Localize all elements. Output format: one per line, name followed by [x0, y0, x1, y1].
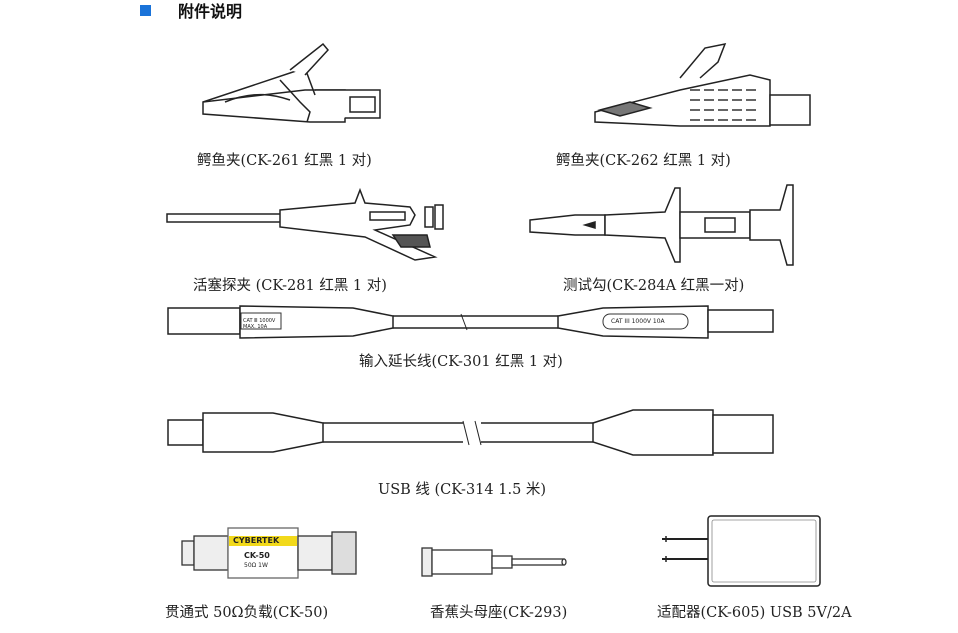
- caption-alligator-clip-262: 鳄鱼夹(CK-262 红黑 1 对): [556, 153, 731, 169]
- test-hook-image: [525, 180, 805, 270]
- cable-label-left: CAT Ⅲ 1000V MAX. 10A: [243, 318, 275, 330]
- banana-socket-image: [418, 544, 573, 580]
- caption-alligator-clip-261: 鳄鱼夹(CK-261 红黑 1 对): [197, 153, 372, 169]
- cable-label-left-line1: CAT Ⅲ 1000V: [243, 318, 276, 324]
- alligator-clip-261-image: [195, 40, 395, 130]
- caption-power-adapter: 适配器(CK-605) USB 5V/2A: [657, 605, 852, 621]
- load-model-label: CK-50: [244, 551, 270, 560]
- caption-test-hook: 测试勾(CK-284A 红黑一对): [563, 278, 745, 294]
- load-spec-label: 50Ω 1W: [244, 562, 268, 569]
- alligator-clip-262-image: [590, 40, 830, 135]
- blue-square-bullet-icon: [140, 4, 151, 16]
- load-brand-label: CYBERTEK: [233, 536, 280, 545]
- section-header: 附件说明: [140, 0, 243, 21]
- caption-piston-probe-clip: 活塞探夹 (CK-281 红黑 1 对): [193, 278, 387, 294]
- caption-usb-cable: USB 线 (CK-314 1.5 米): [378, 482, 547, 498]
- section-title: 附件说明: [178, 2, 243, 21]
- caption-banana-socket: 香蕉头母座(CK-293): [430, 605, 568, 621]
- extension-cable-image: [163, 300, 783, 342]
- power-adapter-image: [660, 514, 825, 589]
- cable-label-left-line2: MAX. 10A: [243, 324, 268, 330]
- cable-label-right: CAT III 1000V 10A: [611, 318, 665, 325]
- caption-extension-cable: 输入延长线(CK-301 红黑 1 对): [359, 354, 563, 370]
- feedthrough-load-image: [177, 514, 362, 589]
- usb-cable-image: [163, 405, 783, 460]
- caption-feedthrough-load: 贯通式 50Ω负载(CK-50): [165, 605, 329, 621]
- piston-probe-clip-image: [165, 185, 455, 270]
